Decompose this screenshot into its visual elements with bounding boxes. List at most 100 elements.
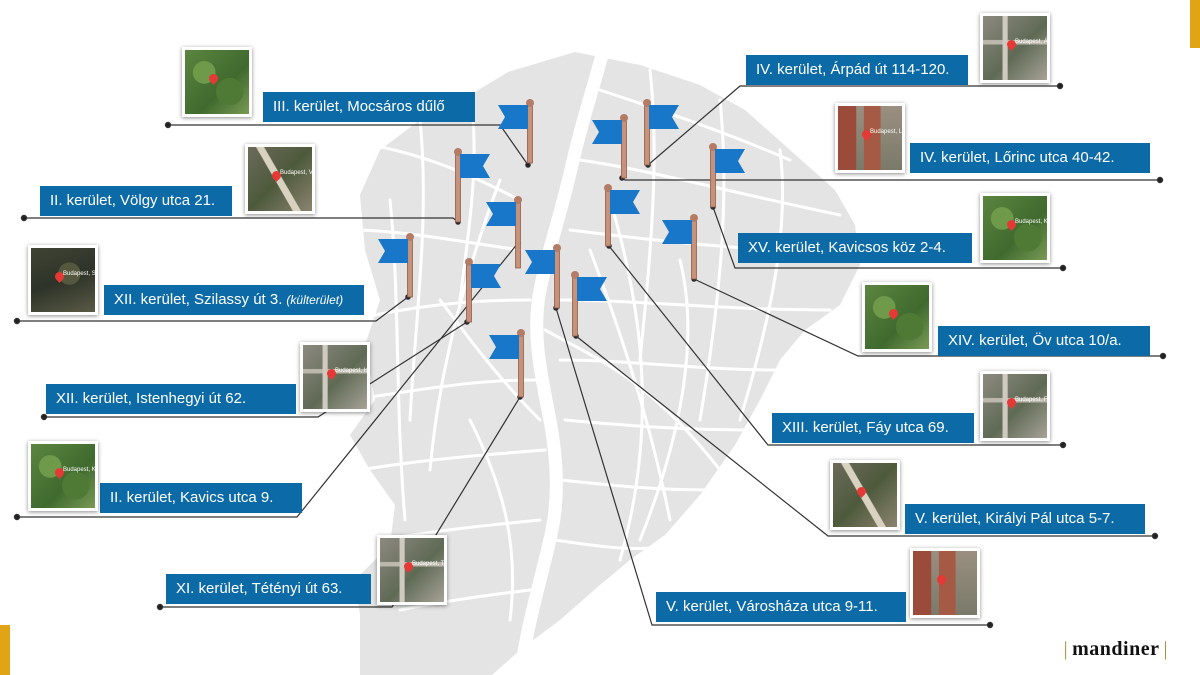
aerial-photo — [833, 463, 897, 527]
logo-text: mandiner — [1072, 638, 1160, 660]
aerial-photo — [838, 106, 902, 170]
aerial-photo — [865, 285, 929, 349]
flag-pole-xiii-fay — [605, 187, 611, 247]
location-label-text: II. kerület, Völgy utca 21. — [50, 192, 216, 209]
location-label-text: XV. kerület, Kavicsos köz 2-4. — [748, 239, 946, 256]
location-label-xi-tetenyi: XI. kerület, Tétényi út 63. — [166, 574, 371, 604]
road-line — [438, 298, 542, 422]
leader-line-xii-szilassy — [17, 296, 409, 322]
flag-icon-xi-tetenyi — [489, 335, 519, 359]
location-point-iii-mocsaros — [525, 162, 531, 168]
road-line — [388, 198, 407, 522]
thumbnail-caption: Budapest, Kavicsos — [1015, 219, 1048, 226]
flag-icon-xiii-fay — [610, 190, 640, 214]
leader-line-v-kiralyi-pal — [575, 335, 1155, 537]
location-label-iii-mocsaros: III. kerület, Mocsáros dűlő — [263, 92, 475, 122]
road-network — [350, 68, 860, 622]
leader-end-dot-xiii-fay — [1059, 441, 1067, 449]
location-label-xiv-ov: XIV. kerület, Öv utca 10/a. — [938, 326, 1150, 356]
aerial-photo — [31, 248, 95, 312]
location-label-text: XII. kerület, Istenhegyi út 62. — [56, 390, 247, 407]
leader-end-dot-xiv-ov — [1159, 352, 1167, 360]
location-label-iv-arpad: IV. kerület, Árpád út 114-120. — [746, 55, 968, 85]
location-label-text: IV. kerület, Lőrinc utca 40-42. — [920, 149, 1115, 166]
flag-pole-xv-kavicsos — [710, 146, 716, 208]
flag-pole-ii-volgy — [455, 151, 461, 223]
flag-icon-xii-szilassy — [378, 239, 408, 263]
aerial-photo — [983, 196, 1047, 260]
aerial-thumbnail-ii-kavics: Budapest, Kavics u. 9 — [28, 441, 98, 511]
leader-line-xiii-fay — [608, 245, 1063, 446]
flag-pole-xi-tetenyi — [518, 332, 524, 398]
road-line — [558, 478, 712, 492]
thumbnail-caption: Budapest, Szilassy — [63, 271, 96, 278]
location-label-v-varoshaza: V. kerület, Városháza utca 9-11. — [656, 592, 906, 622]
location-label-v-kiralyi-pal: V. kerület, Királyi Pál utca 5-7. — [905, 504, 1145, 534]
leader-end-dot-xii-istenhegyi — [40, 413, 48, 421]
leader-line-iv-arpad — [647, 85, 1060, 166]
leader-end-dot-xii-szilassy — [13, 317, 21, 325]
road-line — [398, 588, 532, 612]
leader-end-dot-iii-mocsaros — [164, 121, 172, 129]
road-line — [698, 98, 726, 422]
flag-pole-iv-lorinc — [621, 117, 627, 179]
location-label-iv-lorinc: IV. kerület, Lőrinc utca 40-42. — [910, 143, 1150, 173]
location-label-text: XII. kerület, Szilassy út 3. — [114, 291, 283, 308]
location-label-text: II. kerület, Kavics utca 9. — [110, 489, 274, 506]
leader-end-dot-iv-lorinc — [1156, 176, 1164, 184]
location-label-text: IV. kerület, Árpád út 114-120. — [756, 61, 950, 78]
aerial-thumbnail-iv-arpad: Budapest, Árpád út — [980, 13, 1050, 83]
leader-line-iii-mocsaros — [168, 124, 529, 166]
leader-line-v-varoshaza — [555, 307, 990, 626]
road-line — [553, 538, 652, 550]
leader-end-dot-v-varoshaza — [986, 621, 994, 629]
location-label-text: V. kerület, Városháza utca 9-11. — [666, 598, 878, 615]
brand-bar-top-right — [1190, 0, 1200, 48]
leader-line-xv-kavicsos — [712, 206, 1063, 269]
flag-pole-ii-kavics — [515, 199, 521, 269]
thumbnail-caption: Budapest, Árpád út — [1015, 39, 1050, 46]
aerial-thumbnail-xii-istenhegyi: Budapest, Istenhegyi — [300, 342, 370, 412]
aerial-photo — [983, 16, 1047, 80]
flag-pole-xiv-ov — [691, 217, 697, 280]
flag-pole-xii-szilassy — [407, 236, 413, 298]
aerial-thumbnail-xiv-ov — [862, 282, 932, 352]
aerial-thumbnail-xiii-fay: Budapest, Fáy u. 69 — [980, 371, 1050, 441]
road-line — [608, 198, 644, 562]
road-line — [350, 228, 522, 252]
flag-markers — [378, 99, 745, 398]
road-line — [738, 148, 785, 422]
road-line — [563, 418, 752, 432]
aerial-thumbnail-xv-kavicsos: Budapest, Kavicsos — [980, 193, 1050, 263]
location-label-xii-istenhegyi: XII. kerület, Istenhegyi út 62. — [46, 384, 296, 414]
aerial-photo — [983, 374, 1047, 438]
location-label-xii-szilassy: XII. kerület, Szilassy út 3.(külterület) — [104, 285, 364, 315]
aerial-thumbnail-xi-tetenyi: Budapest, Tétényi — [377, 535, 447, 605]
location-label-ii-kavics: II. kerület, Kavics utca 9. — [100, 483, 302, 513]
road-line — [558, 358, 782, 372]
road-line — [358, 448, 547, 472]
thumbnail-caption: Budapest, Fáy u. 69 — [1015, 397, 1048, 404]
leader-end-dot-ii-volgy — [20, 214, 28, 222]
leader-end-dot-xv-kavicsos — [1059, 264, 1067, 272]
flag-icon-ii-kavics — [486, 202, 516, 226]
danube-river — [513, 33, 613, 675]
road-line — [468, 418, 515, 622]
leader-end-dot-xi-tetenyi — [156, 603, 164, 611]
flag-icon-ii-volgy — [460, 154, 490, 178]
flag-pole-iv-arpad — [644, 102, 650, 166]
location-label-text: III. kerület, Mocsáros dűlő — [273, 98, 445, 115]
aerial-thumbnail-iii-mocsaros — [182, 47, 252, 117]
aerial-thumbnail-iv-lorinc: Budapest, Lőrinc u. — [835, 103, 905, 173]
thumbnail-caption: Budapest, Lőrinc u. — [870, 129, 903, 136]
location-label-text: V. kerület, Királyi Pál utca 5-7. — [915, 510, 1115, 527]
aerial-photo — [303, 345, 367, 409]
location-label-xiii-fay: XIII. kerület, Fáy utca 69. — [772, 413, 974, 443]
aerial-thumbnail-xii-szilassy: Budapest, Szilassy — [28, 245, 98, 315]
location-label-ii-volgy: II. kerület, Völgy utca 21. — [40, 186, 232, 216]
location-label-text: XI. kerület, Tétényi út 63. — [176, 580, 343, 597]
leader-line-xii-istenhegyi — [44, 321, 468, 418]
location-label-text: XIII. kerület, Fáy utca 69. — [782, 419, 949, 436]
